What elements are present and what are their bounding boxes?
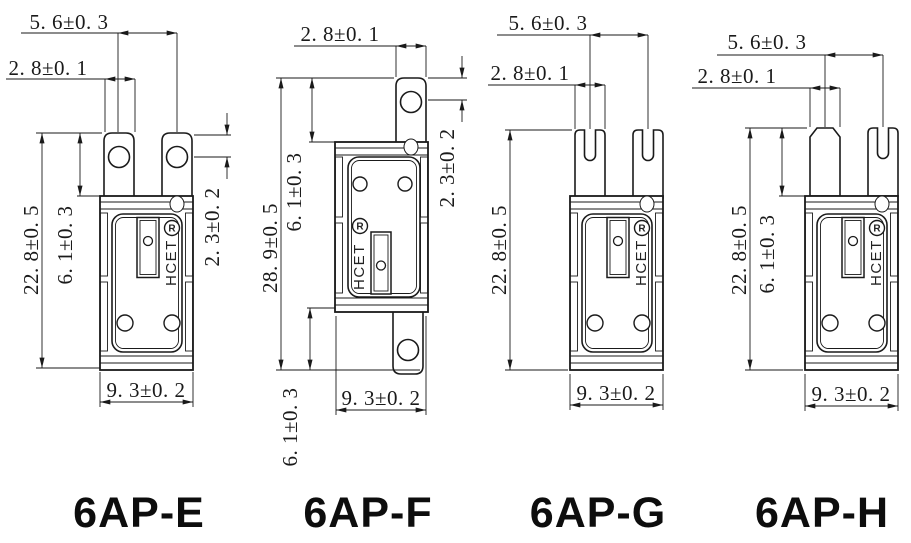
terminal-fork-left <box>574 129 606 199</box>
figure-6AP-G: 5. 6±0. 3 2. 8±0. 1 22. 8±0. 5 9. 3±0. 2… <box>487 11 666 537</box>
device-body <box>804 195 899 371</box>
dim-body-width: 9. 3±0. 2 <box>99 372 194 407</box>
dim-label: 2. 3±0. 2 <box>435 128 459 207</box>
dim-label: 6. 1±0. 3 <box>755 214 779 293</box>
dim-terminal-length: 6. 1±0. 3 <box>53 133 100 285</box>
dim-label: 22. 8±0. 5 <box>487 205 511 295</box>
dim-terminal-width: 2. 8±0. 1 <box>692 64 841 127</box>
dim-overall-height: 28. 9±0. 5 <box>258 77 420 371</box>
terminal-hole-bottom <box>392 307 424 375</box>
dim-terminal-width: 2. 8±0. 1 <box>6 56 136 132</box>
dim-label: 6. 1±0. 3 <box>278 387 302 466</box>
dim-body-width: 9. 3±0. 2 <box>569 374 664 410</box>
dim-label: 5. 6±0. 3 <box>508 11 587 35</box>
terminal-plain-left <box>809 127 841 197</box>
dim-terminal-width: 2. 8±0. 1 <box>294 22 427 77</box>
caption-6AP-H: 6AP-H <box>755 489 889 537</box>
device-body <box>99 195 194 371</box>
terminal-hole-top <box>395 77 427 145</box>
device-body: R HCET <box>334 138 429 313</box>
dim-body-width: 9. 3±0. 2 <box>335 316 427 415</box>
figure-6AP-H: 5. 6±0. 3 2. 8±0. 1 22. 8±0. 5 6. 1±0. 3… <box>692 30 899 537</box>
dim-label: 2. 8±0. 1 <box>697 64 776 88</box>
dim-label: 6. 1±0. 3 <box>282 152 306 231</box>
figure-6AP-E: 5. 6±0. 3 2. 8±0. 1 22. 8±0. 5 6. 1±0. 3… <box>6 10 231 537</box>
dim-label: 5. 6±0. 3 <box>727 30 806 54</box>
registered-mark-icon: R <box>356 222 364 233</box>
dim-label: 2. 8±0. 1 <box>300 22 379 46</box>
dim-pin-pitch: 5. 6±0. 3 <box>497 11 649 129</box>
dim-overall-height: 22. 8±0. 5 <box>19 132 102 369</box>
dim-overall-height: 22. 8±0. 5 <box>487 129 572 371</box>
terminal-fork-right <box>632 129 664 199</box>
terminal-hole-right <box>161 132 193 200</box>
caption-6AP-E: 6AP-E <box>73 489 205 537</box>
dim-terminal-length: 6. 1±0. 3 <box>755 128 805 294</box>
dim-terminal-length-bottom: 6. 1±0. 3 <box>278 307 335 467</box>
dim-label: 2. 3±0. 2 <box>200 187 224 266</box>
dim-label: 28. 9±0. 5 <box>258 203 282 293</box>
dim-overall-height: 22. 8±0. 5 <box>727 127 807 371</box>
dim-hole-position: 2. 3±0. 2 <box>428 56 467 208</box>
caption-6AP-F: 6AP-F <box>303 489 432 537</box>
caption-6AP-G: 6AP-G <box>530 489 666 537</box>
dim-terminal-length-top: 6. 1±0. 3 <box>282 78 335 232</box>
dim-body-width: 9. 3±0. 2 <box>804 374 899 411</box>
terminal-fork-right <box>867 127 899 197</box>
dim-label: 22. 8±0. 5 <box>19 205 43 295</box>
dim-terminal-width: 2. 8±0. 1 <box>488 61 606 129</box>
device-body <box>569 195 664 371</box>
figure-6AP-F: R HCET 2. 8±0. 1 28. 9±0. 5 6. 1±0. 3 2.… <box>258 22 467 537</box>
dim-label: 2. 8±0. 1 <box>8 56 87 80</box>
dim-pin-pitch: 5. 6±0. 3 <box>21 10 178 132</box>
dim-label: 9. 3±0. 2 <box>576 381 655 405</box>
dim-label: 9. 3±0. 2 <box>341 386 420 410</box>
dim-label: 5. 6±0. 3 <box>29 10 108 34</box>
dim-label: 9. 3±0. 2 <box>106 378 185 402</box>
dim-label: 22. 8±0. 5 <box>727 205 751 295</box>
terminal-hole-left <box>103 132 135 200</box>
dim-label: 9. 3±0. 2 <box>811 382 890 406</box>
brand-text: HCET <box>351 243 368 290</box>
dim-label: 6. 1±0. 3 <box>53 205 77 284</box>
dim-pin-pitch: 5. 6±0. 3 <box>717 30 884 127</box>
dim-label: 2. 8±0. 1 <box>490 61 569 85</box>
dim-hole-position: 2. 3±0. 2 <box>194 113 231 267</box>
